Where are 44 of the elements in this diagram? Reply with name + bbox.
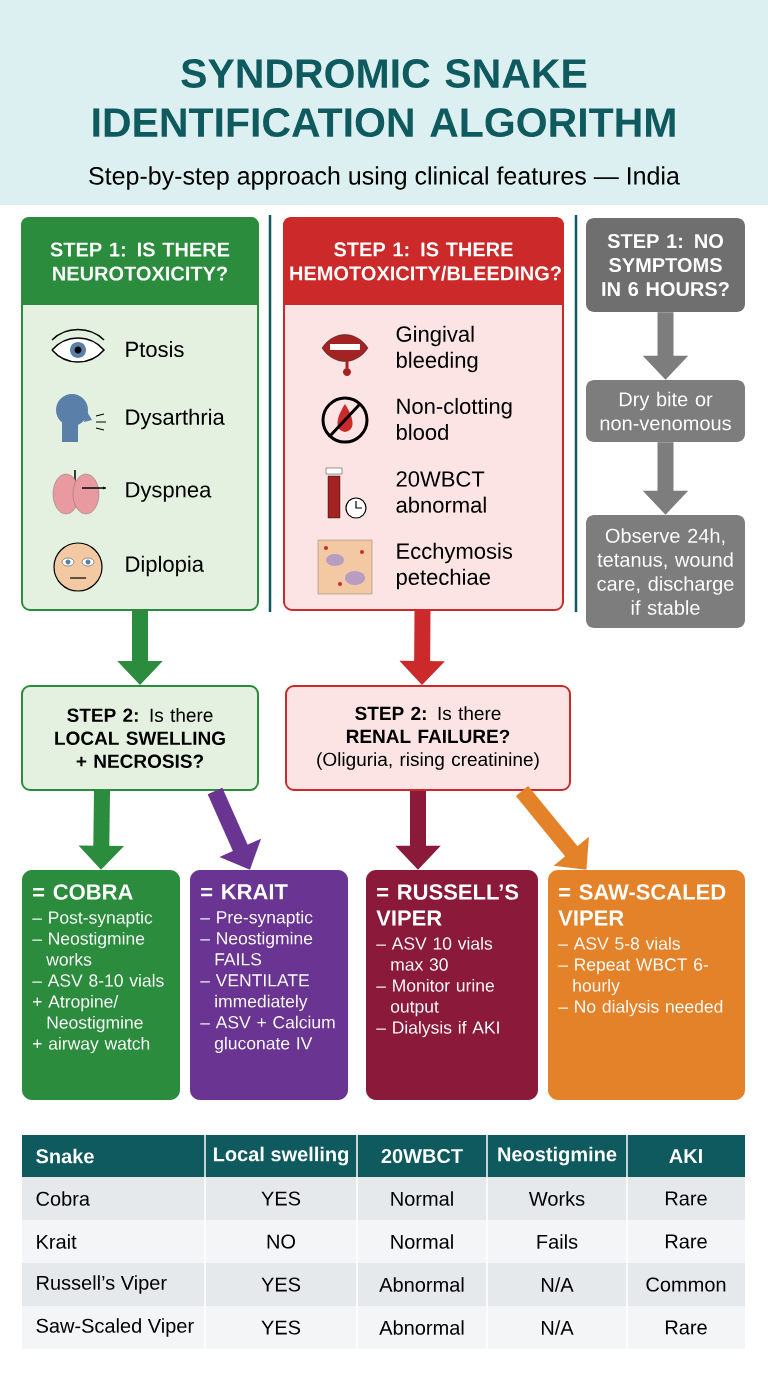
symptom-label: Gingival bleeding (396, 325, 478, 373)
question-box: STEP 2: Is there LOCAL SWELLING + NECROSIS? (21, 685, 259, 791)
result-card: = SAW-SCALED VIPER – ASV 5-8 vials – Repeat WBCT 6-hourly – No dialysis needed (548, 870, 745, 1100)
table-cell: Common (627, 1263, 745, 1306)
result-card: = KRAIT – Pre-synaptic – Neostigmine FAILS – VENTILATE immediately – ASV + Calcium gluconate IV (190, 870, 348, 1100)
question-box: STEP 2: Is there RENAL FAILURE? (Oliguria, rising creatinine) (285, 685, 571, 791)
table-cell: Rare (627, 1220, 745, 1263)
title: SYNDROMIC SNAKE IDENTIFICATION ALGORITHM (93, 59, 675, 138)
table-cell: Abnormal (357, 1306, 487, 1349)
arrow (515, 785, 589, 870)
table-cell: Fails (487, 1220, 627, 1263)
table-header-cell: AKI (627, 1135, 745, 1177)
symptom-label: Diplopia (126, 555, 204, 577)
table-header-cell: Snake (22, 1135, 205, 1177)
subtitle: Step-by-step approach using clinical features — India (89, 166, 680, 190)
question-box: STEP 1: NO SYMPTOMS IN 6 HOURS? (586, 218, 745, 312)
symptom-label: 20WBCT abnormal (396, 471, 486, 513)
action-box: Observe 24h, tetanus, wound care, discharge if stable (586, 515, 745, 628)
symptom-label: Dysarthria (126, 408, 225, 430)
table-cell: YES (205, 1306, 357, 1349)
table-cell: Normal (357, 1177, 487, 1220)
table-cell: Saw-Scaled Viper (22, 1306, 205, 1349)
table-cell: YES (205, 1263, 357, 1306)
table-cell: NO (205, 1220, 357, 1263)
symptom-label: Ptosis (126, 340, 184, 358)
table-cell: Rare (627, 1306, 745, 1349)
table-header-cell: Local swelling (205, 1135, 357, 1177)
table-cell: N/A (487, 1263, 627, 1306)
table-cell: Works (487, 1177, 627, 1220)
symptom-label: Ecchymosis petechiae (396, 542, 513, 590)
table-cell: Russell’s Viper (22, 1263, 205, 1306)
table-cell: Rare (627, 1177, 745, 1220)
table-header-cell: Neostigmine (487, 1135, 627, 1177)
result-card: = RUSSELL’S VIPER – ASV 10 vials max 30 – Monitor urine output – Dialysis if AKI (366, 870, 538, 1100)
symptom-label: Dyspnea (126, 482, 212, 502)
table-cell: YES (205, 1177, 357, 1220)
table-cell: Normal (357, 1220, 487, 1263)
table-cell: Krait (22, 1220, 205, 1263)
table-header-cell: 20WBCT (357, 1135, 487, 1177)
table-cell: Abnormal (357, 1263, 487, 1306)
result-card: = COBRA – Post-synaptic – Neostigmine works – ASV 8-10 vials + Atropine/ Neostigmine + airway watch (22, 870, 180, 1100)
table-cell: N/A (487, 1306, 627, 1349)
symptom-label: Non-clotting blood (396, 397, 512, 441)
table-cell: Cobra (22, 1177, 205, 1220)
